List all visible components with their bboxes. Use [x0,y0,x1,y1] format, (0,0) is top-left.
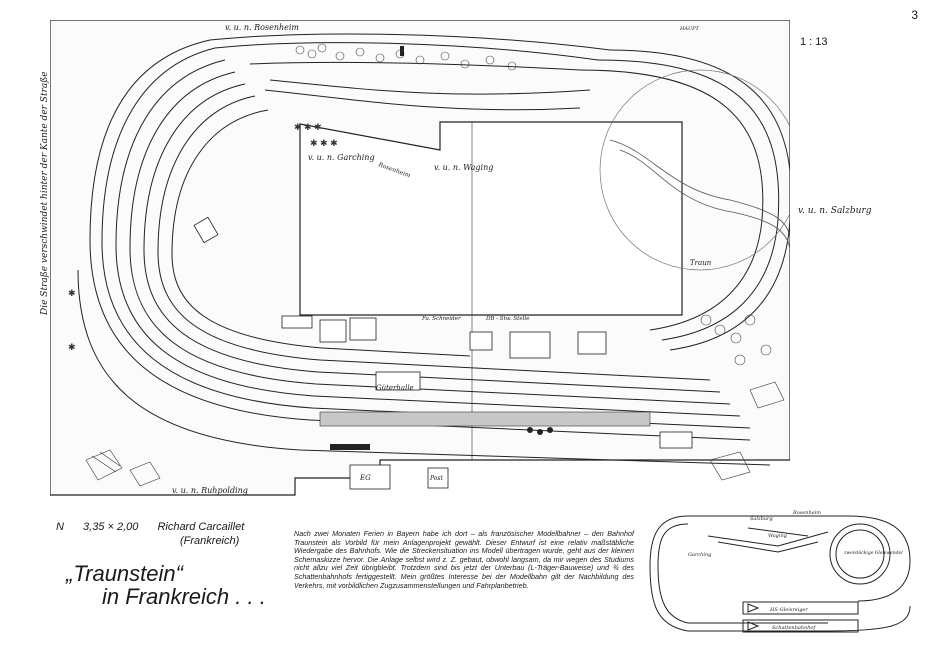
label-gueterhalle: Güterhalle [376,384,414,392]
scale-label: 1 : 13 [800,36,828,48]
schema-gleisreiger: HS-Gleisreiger [769,607,808,613]
label-post: Post [429,475,443,482]
label-rosenheim-top: v. u. n. Rosenheim [225,23,299,32]
article-title-line1: „Traunstein“ [66,561,183,586]
label-sign-box: Fa. Schneider [421,316,461,322]
layout-size: 3,35 × 2,00 [83,521,139,533]
label-stellwerk: DB - Stw. Stelle [485,316,530,322]
label-traun: Traun [690,259,712,267]
schema-drawing: Rosenheim Salzburg Waging Garching zweis… [649,510,911,633]
schema-salzburg: Salzburg [750,516,773,522]
schema-sketch: Rosenheim Salzburg Waging Garching zweis… [648,506,916,652]
schema-garching: Garching [688,552,711,558]
label-garching: v. u. n. Garching [308,153,375,162]
schema-schattenbahnhof: Schattenbahnhof [772,625,816,631]
track-plan-drawing: ✱ ✱ ✱ ✱ ✱ ✱ ✱ ✱ v. u. n. Rosenheim v. u.… [50,20,790,496]
svg-text:✱: ✱ [68,342,76,352]
article-title-line2: in Frankreich . . . [102,584,266,609]
svg-text:✱ ✱ ✱: ✱ ✱ ✱ [310,138,338,148]
meta-line: N 3,35 × 2,00 Richard Carcaillet [56,521,244,533]
label-waging: v. u. n. Waging [434,163,493,172]
svg-text:✱: ✱ [68,288,76,298]
schema-rosenheim: Rosenheim [792,510,821,516]
schema-zweistoeckig: zweistöckige Gleiswendel [843,550,903,556]
label-ruhpolding: v. u. n. Ruhpolding [172,486,248,495]
label-salzburg: v. u. n. Salzburg [798,206,872,216]
track-plan: ✱ ✱ ✱ ✱ ✱ ✱ ✱ ✱ v. u. n. Rosenheim v. u.… [50,20,790,498]
article-body: Nach zwei Monaten Ferien in Bayern habe … [294,529,634,590]
author: Richard Carcaillet [157,521,245,533]
schema-waging: Waging [768,533,787,539]
label-marker: HAUPT [679,26,700,32]
svg-text:✱ ✱ ✱: ✱ ✱ ✱ [294,122,322,132]
page-number: 3 [911,8,918,22]
author-country: (Frankreich) [180,535,240,547]
vertical-note: Die Straße verschwindet hinter der Kante… [40,71,50,315]
gauge: N [56,521,64,533]
label-eg: EG [359,474,371,482]
